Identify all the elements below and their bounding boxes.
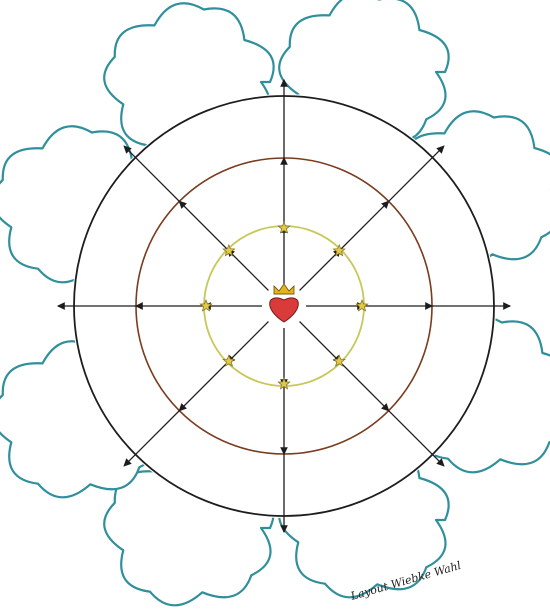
arrow-icon bbox=[504, 303, 510, 309]
arrow-icon bbox=[58, 303, 64, 309]
